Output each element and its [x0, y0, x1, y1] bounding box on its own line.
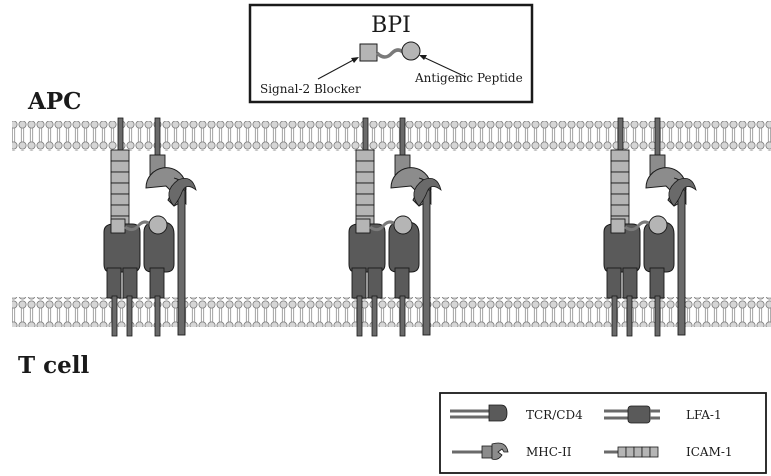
- legend-label-lfa1: LFA-1: [686, 408, 722, 422]
- t-cell-membrane: [12, 297, 771, 327]
- bpi-linker: [375, 48, 406, 59]
- t-cell-label: T cell: [18, 352, 89, 379]
- signal2-blocker-square: [359, 43, 378, 62]
- arrow-signal2-head: [351, 57, 359, 63]
- bpi-title: BPI: [371, 13, 411, 38]
- legend: TCR/CD4 LFA-1 MHC-II ICAM-1: [439, 392, 767, 474]
- arrow-peptide-head: [419, 55, 427, 60]
- arrow-signal2: [317, 57, 358, 80]
- arrow-peptide: [420, 55, 467, 78]
- legend-label-icam1: ICAM-1: [686, 445, 733, 459]
- bpi-box: BPI Signal-2 Blocker Antigenic Peptide: [248, 3, 534, 104]
- signal2-blocker-label: Signal-2 Blocker: [260, 82, 361, 96]
- antigenic-peptide-circle: [401, 41, 421, 61]
- tcr-cd4-icon: [450, 404, 508, 422]
- apc-label: APC: [27, 88, 81, 115]
- mhc2-icon: [452, 442, 509, 460]
- lfa1-icon: [604, 405, 660, 424]
- apc-membrane: [12, 121, 771, 151]
- antigenic-peptide-label: Antigenic Peptide: [414, 71, 523, 85]
- legend-label-tcr-cd4: TCR/CD4: [526, 408, 583, 422]
- legend-label-mhc2: MHC-II: [526, 445, 572, 459]
- icam1-icon: [604, 446, 659, 458]
